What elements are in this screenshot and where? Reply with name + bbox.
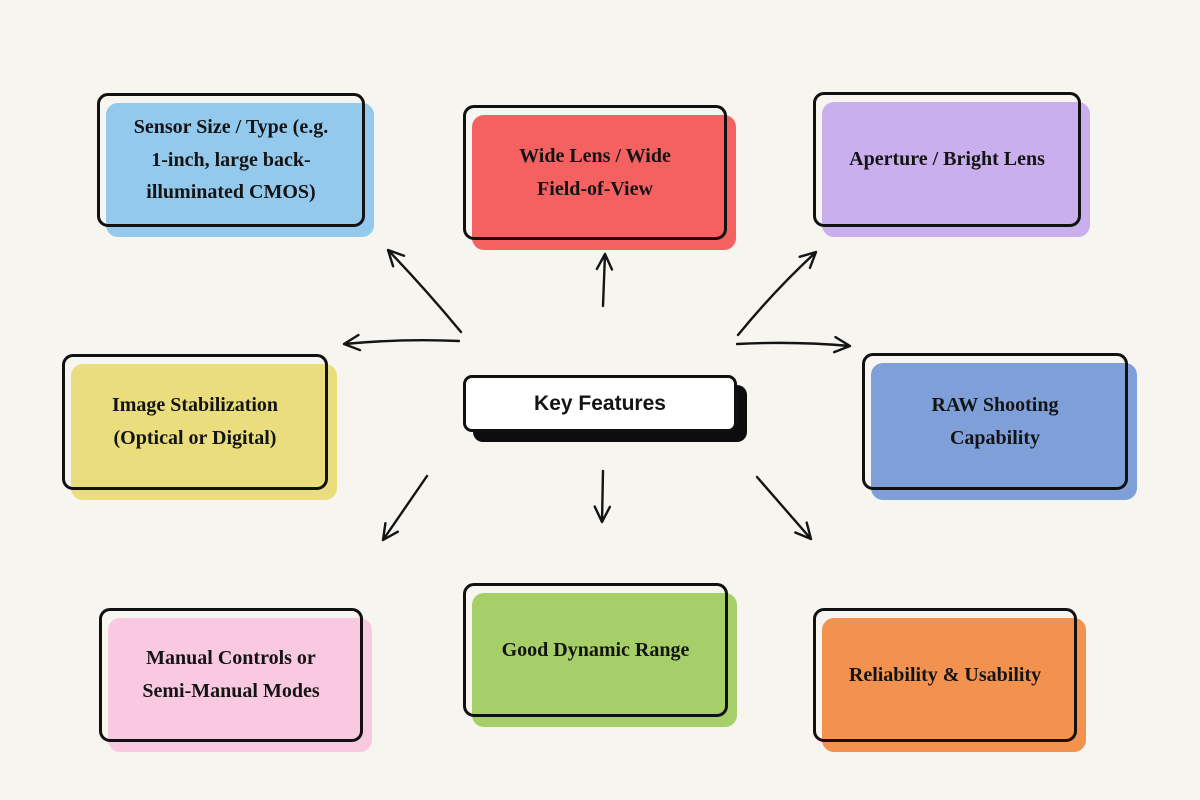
connector-arrow-raw-shooting [735, 335, 852, 354]
node-frame [463, 105, 727, 240]
connector-arrow-wide-lens [595, 252, 614, 308]
node-fill [871, 363, 1137, 500]
node-manual-controls[interactable]: Manual Controls or Semi-Manual Modes [99, 608, 372, 752]
node-reliability[interactable]: Reliability & Usability [813, 608, 1086, 752]
node-image-stabilization[interactable]: Image Stabilization (Optical or Digital) [62, 354, 337, 500]
connector-arrow-sensor-size [386, 248, 463, 334]
node-label: Wide Lens / Wide Field-of-View [519, 144, 671, 200]
node-frame [813, 608, 1077, 742]
node-label: Manual Controls or Semi-Manual Modes [142, 647, 320, 702]
node-frame [813, 92, 1081, 227]
connector-arrow-reliability [755, 475, 813, 541]
node-label: Reliability & Usability [848, 663, 1042, 686]
node-label: Good Dynamic Range [501, 638, 690, 661]
node-fill [71, 364, 337, 500]
node-fill [472, 115, 736, 250]
node-sensor-size[interactable]: Sensor Size / Type (e.g. 1-inch, large b… [97, 93, 374, 237]
node-frame [62, 354, 328, 490]
node-label: RAW Shooting Capability [931, 393, 1059, 449]
node-fill [472, 593, 737, 727]
node-wide-lens[interactable]: Wide Lens / Wide Field-of-View [463, 105, 736, 250]
node-aperture[interactable]: Aperture / Bright Lens [813, 92, 1090, 237]
node-raw-shooting[interactable]: RAW Shooting Capability [862, 353, 1137, 500]
node-label: Image Stabilization (Optical or Digital) [111, 394, 279, 449]
node-dynamic-range[interactable]: Good Dynamic Range [463, 583, 737, 727]
connector-arrow-image-stabilization [342, 333, 461, 352]
node-fill [108, 618, 372, 752]
node-label: Aperture / Bright Lens [849, 148, 1045, 171]
node-fill [822, 618, 1086, 752]
node-label: Sensor Size / Type (e.g. 1-inch, large b… [133, 115, 329, 204]
node-fill [822, 102, 1090, 237]
center-node-label: Key Features [463, 375, 737, 432]
node-frame [463, 583, 728, 717]
connector-arrow-dynamic-range [593, 469, 612, 524]
connector-arrow-aperture [736, 250, 818, 337]
node-key-features[interactable]: Key Features [463, 375, 747, 442]
node-fill [106, 103, 374, 237]
node-frame [862, 353, 1128, 490]
connector-arrow-manual-controls [381, 474, 429, 542]
node-frame [97, 93, 365, 227]
node-frame [99, 608, 363, 742]
